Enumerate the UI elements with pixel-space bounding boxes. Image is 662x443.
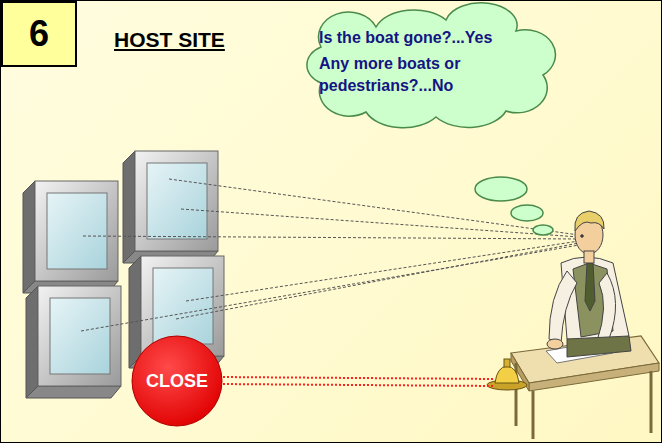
thought-cloud: Is the boat gone?...YesAny more boats or… <box>291 7 561 117</box>
node-text: 6 <box>29 16 49 52</box>
monitor <box>26 286 121 398</box>
signal-line <box>219 377 495 386</box>
desk <box>511 336 659 439</box>
node-text: Any more boats or pedestrians?...No <box>319 53 537 97</box>
close-signal: CLOSE <box>131 335 223 427</box>
close-button <box>487 359 527 390</box>
slide-title: HOST SITE <box>114 28 225 52</box>
step-number-box: 6 <box>1 1 77 67</box>
sight-lines <box>81 179 579 331</box>
monitor <box>123 151 218 263</box>
thought-bubbles <box>475 177 553 235</box>
monitor <box>23 181 118 293</box>
node-text: CLOSE <box>146 371 208 392</box>
node-text: Is the boat gone?...Yes <box>319 27 537 49</box>
operator-figure <box>547 211 631 357</box>
